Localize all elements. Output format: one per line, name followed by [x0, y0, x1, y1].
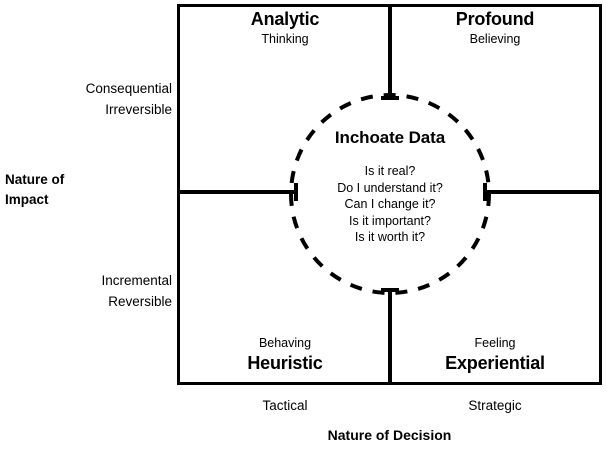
quadrant-mode: Believing	[469, 32, 521, 46]
circle-question: Can I change it?	[344, 197, 436, 211]
axis-cap-bottom	[381, 288, 399, 292]
x-axis-right-label: Strategic	[468, 398, 522, 413]
quadrant-name: Profound	[455, 9, 535, 29]
inchoate-data-circle	[288, 92, 492, 296]
quadrant-mode: Behaving	[258, 336, 312, 350]
quadrant-bottom-left: Behaving Heuristic	[180, 334, 390, 374]
circle-question-list: Is it real? Do I understand it? Can I ch…	[290, 163, 490, 246]
y-axis-title-line2: Impact	[5, 192, 49, 207]
axis-arm-top	[388, 7, 392, 98]
x-axis-title: Nature of Decision	[327, 427, 452, 443]
y-axis-title: Nature of Impact	[5, 170, 170, 210]
circle-question: Is it important?	[349, 213, 431, 228]
circle-title: Inchoate Data	[334, 128, 446, 147]
y-axis-high-label-line1: Consequential	[85, 81, 172, 96]
axis-arm-left	[180, 190, 297, 194]
circle-question: Is it real?	[364, 164, 416, 178]
quadrant-top-left: Analytic Thinking	[180, 8, 390, 48]
y-axis-title-line1: Nature of	[5, 172, 65, 187]
x-axis-left-label: Tactical	[262, 398, 308, 413]
y-axis-low-label-line1: Incremental	[101, 273, 172, 288]
quadrant-bottom-right: Feeling Experiential	[390, 334, 600, 374]
axis-arm-right	[484, 190, 602, 194]
axis-cap-left	[294, 183, 298, 201]
y-axis-high-label: Consequential Irreversible	[0, 78, 172, 120]
circle-question: Do I understand it?	[337, 180, 443, 195]
circle-question: Is it worth it?	[354, 230, 426, 244]
quadrant-name: Analytic	[250, 9, 320, 29]
y-axis-low-label: Incremental Reversible	[0, 270, 172, 312]
y-axis-high-label-line2: Irreversible	[105, 102, 172, 117]
quadrant-name: Heuristic	[247, 353, 323, 373]
quadrant-name: Experiential	[445, 353, 545, 373]
quadrant-mode: Thinking	[261, 32, 309, 46]
axis-cap-right	[483, 183, 487, 201]
axis-cap-top	[381, 96, 399, 100]
axis-arm-bottom	[388, 290, 392, 385]
quadrant-mode: Feeling	[474, 336, 516, 350]
y-axis-low-label-line2: Reversible	[108, 294, 172, 309]
quadrant-top-right: Profound Believing	[390, 8, 600, 48]
